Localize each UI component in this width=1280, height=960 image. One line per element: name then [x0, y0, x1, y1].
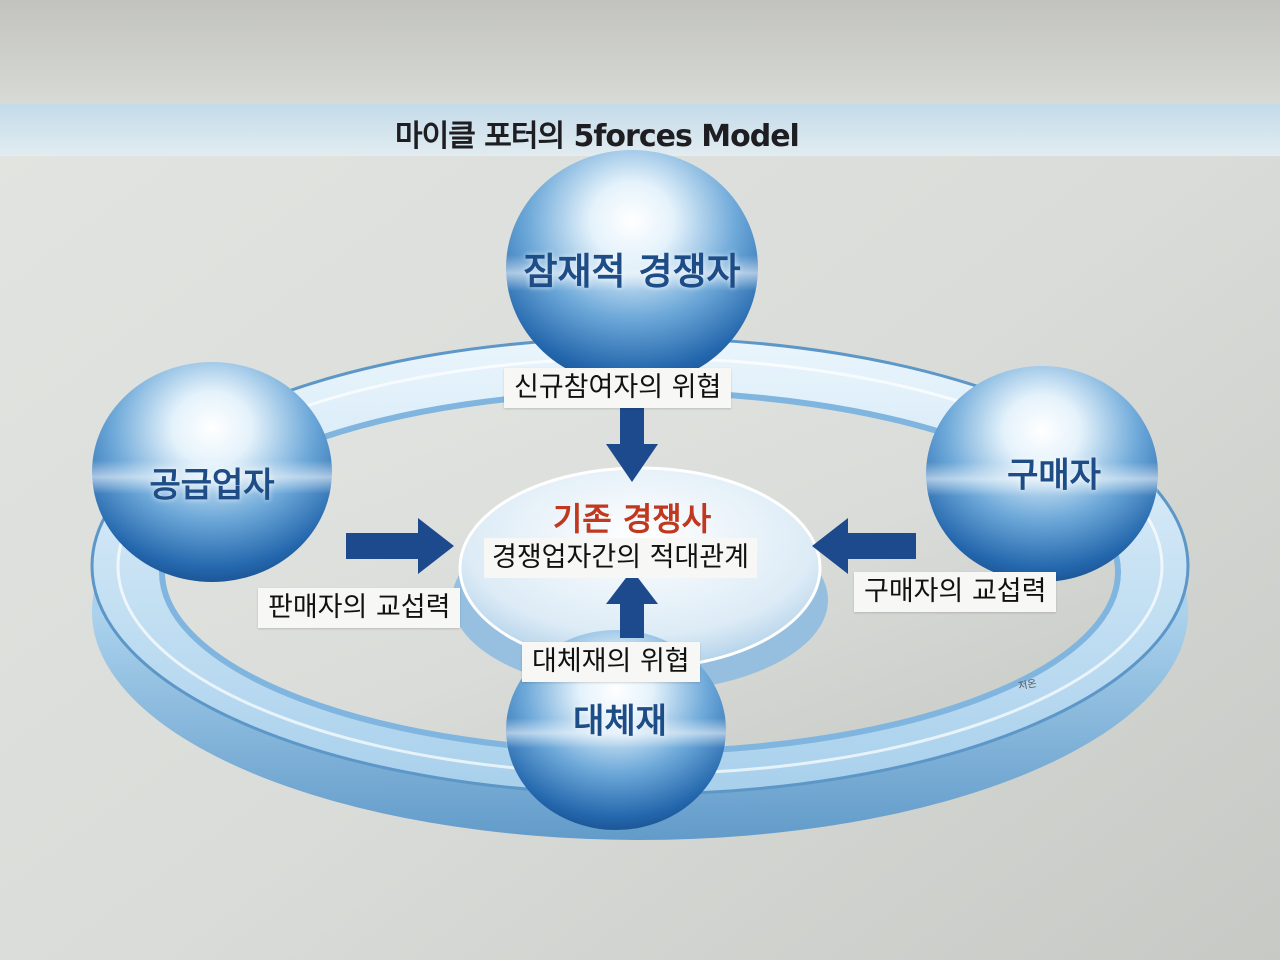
paper-top-edge	[0, 0, 1280, 104]
center-subtitle: 경쟁업자간의 적대관계	[484, 538, 757, 578]
force-label-top: 신규참여자의 위협	[504, 368, 732, 408]
force-label-bottom: 대체재의 위협	[522, 642, 700, 682]
force-label-left: 판매자의 교섭력	[258, 588, 461, 628]
force-label-right: 구매자의 교섭력	[854, 572, 1057, 612]
arrow-right-from-left	[346, 518, 454, 574]
title-banner	[0, 104, 1280, 156]
node-label-bottom: 대체재	[573, 701, 667, 742]
node-label-right: 구매자	[1007, 455, 1101, 496]
sphere-suppliers	[92, 362, 332, 582]
arrow-left-from-right	[812, 518, 916, 574]
center-title: 기존 경쟁사	[552, 500, 712, 538]
arrow-up-from-bottom	[606, 570, 658, 638]
sphere-potential-entrants	[506, 150, 758, 386]
diagram-title: 마이클 포터의 5forces Model	[395, 119, 800, 154]
node-label-left: 공급업자	[149, 465, 275, 506]
sphere-buyers	[926, 366, 1158, 582]
node-label-top: 잠재적 경쟁자	[523, 250, 741, 293]
corner-stamp: 저온	[1017, 678, 1038, 693]
